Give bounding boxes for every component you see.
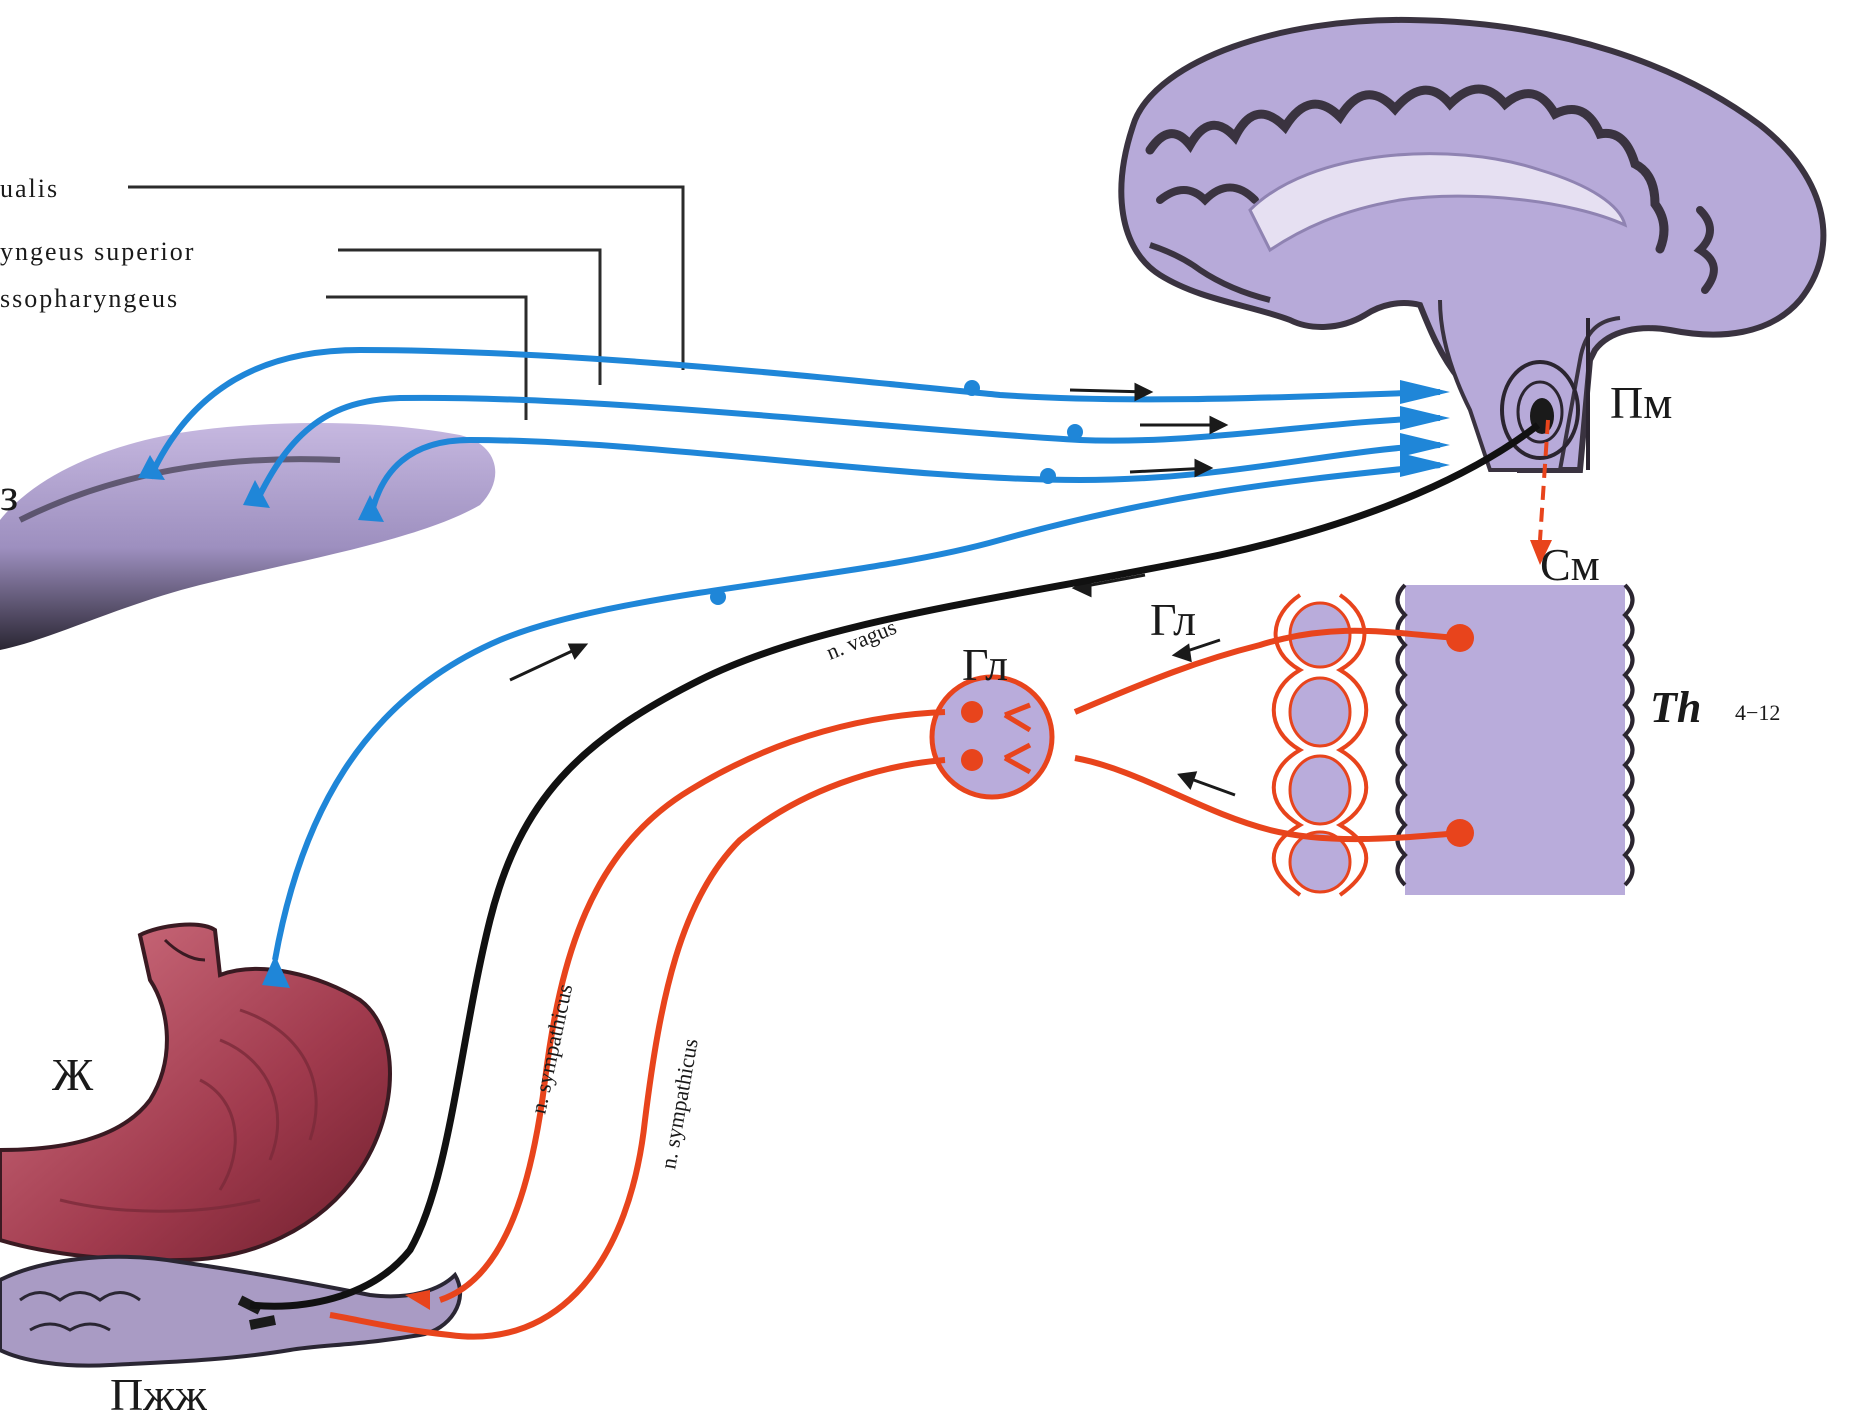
nerve-label-glossopharyngeus: ssopharyngeus (0, 284, 179, 313)
stomach-label: Ж (52, 1049, 94, 1100)
spinal-cord-label: См (1540, 539, 1600, 590)
brain-illustration (1121, 20, 1823, 470)
medulla-label: Пм (1610, 377, 1672, 428)
chain-ganglion-label: Гл (1150, 594, 1196, 645)
pancreas-label: Пжж (110, 1369, 207, 1418)
sympathicus-label-1: n. sympathicus (525, 982, 577, 1116)
nerve-label-lingualis: ualis (0, 174, 59, 203)
tongue-label: з (0, 469, 18, 520)
celiac-ganglion-label: Гл (962, 639, 1008, 690)
sympathicus-label-2: n. sympathicus (655, 1037, 703, 1171)
celiac-ganglion (932, 677, 1052, 797)
spinal-cord-segment (1398, 585, 1633, 895)
segment-range: 4−12 (1735, 700, 1780, 725)
nerve-label-laryngeus: yngeus superior (0, 237, 195, 266)
segment-letters: Th (1650, 683, 1701, 732)
vagus-label: n. vagus (823, 614, 900, 665)
leader-lines (128, 187, 683, 420)
tongue-illustration (0, 423, 495, 650)
